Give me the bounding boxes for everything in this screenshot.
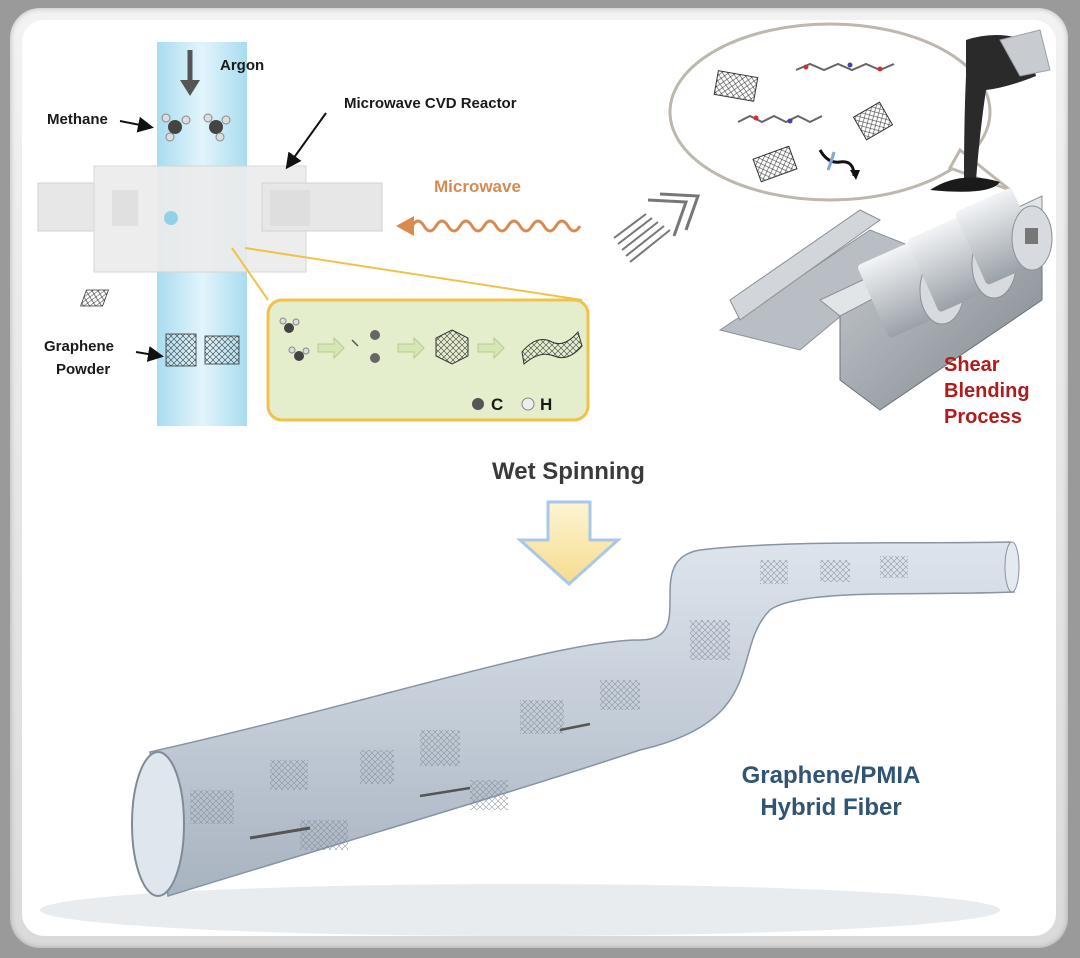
shear-blending-machine [718, 29, 1053, 411]
legend-hydrogen-label: H [540, 395, 553, 414]
shear-label-line3: Process [944, 406, 1022, 428]
graphene-powder-label-line2: Powder [56, 361, 111, 378]
graphene-powder-label-line1: Graphene [44, 338, 115, 355]
microwave-wave [410, 219, 582, 233]
fiber-label-line2: Hybrid Fiber [760, 794, 902, 821]
wet-spinning-label: Wet Spinning [492, 458, 645, 485]
microwave-label: Microwave [434, 177, 521, 196]
reactor-label: Microwave CVD Reactor [344, 95, 517, 112]
methane-label: Methane [47, 111, 108, 128]
hybrid-fiber [131, 541, 1020, 897]
shear-blending-label: Shear Blending Process [944, 352, 1030, 430]
graphene-powder-icon [165, 333, 240, 367]
shear-label-line2: Blending [944, 380, 1030, 402]
microwave-cvd-reactor [37, 165, 383, 273]
hydrogen-atom-icon [521, 397, 535, 411]
methane-molecule-icon [161, 113, 231, 142]
legend-carbon-label: C [491, 395, 504, 414]
shear-label-line1: Shear [944, 354, 1000, 376]
fiber-label-line1: Graphene/PMIA [741, 762, 921, 789]
fiber-label: Graphene/PMIA Hybrid Fiber [716, 760, 946, 824]
chevron-arrow-icon [613, 192, 701, 263]
wet-spinning-arrow [516, 500, 622, 587]
cvd-mechanism-inset [266, 298, 590, 422]
argon-label: Argon [220, 57, 265, 74]
carbon-atom-icon [472, 398, 484, 410]
